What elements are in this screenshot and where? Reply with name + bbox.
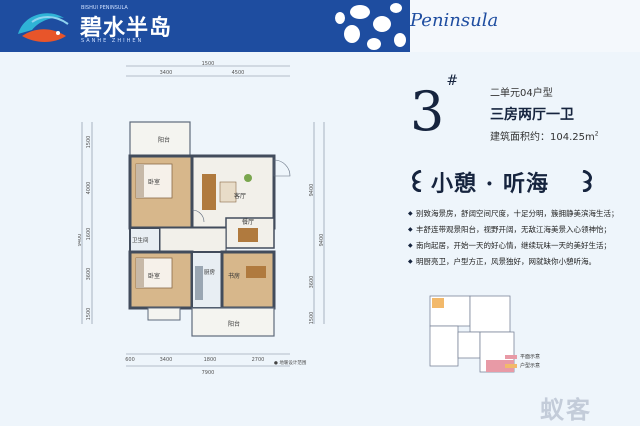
feature-item: 明厨亮卫，户型方正，风景独好，网就缺你小憩听海。 xyxy=(408,257,633,267)
wave-pattern-icon xyxy=(330,0,410,52)
slogan-text: 小憩 · 听海 xyxy=(431,171,549,197)
pillow-bottom-icon xyxy=(136,258,144,288)
dim-bottom-total: 7900 xyxy=(202,370,215,376)
legend-swatch-pink xyxy=(505,354,517,359)
area-unit-sup: 2 xyxy=(594,130,599,138)
area-line: 建筑面积约：104.25m2 xyxy=(490,128,599,143)
dim-right-2: 3600 xyxy=(309,276,315,289)
dim-left-5: 1500 xyxy=(86,308,92,321)
kitchen-label: 厨房 xyxy=(204,268,216,276)
layout-title: 三房两厅一卫 xyxy=(490,107,574,123)
key-unit-2 xyxy=(469,295,511,333)
dim-left-4: 3600 xyxy=(86,268,92,281)
key-unit-3 xyxy=(429,325,459,367)
dim-left-1: 1500 xyxy=(86,136,92,149)
dim-right-3: 1500 xyxy=(309,312,315,325)
bathroom-area xyxy=(129,227,161,253)
balcony-bottom-area xyxy=(191,307,275,337)
peninsula-script-logo: Peninsula xyxy=(410,10,499,31)
coffee-table-icon xyxy=(219,181,237,203)
key-core xyxy=(457,331,481,359)
dim-top-2: 4500 xyxy=(232,70,245,76)
bedroom-top-label: 卧室 xyxy=(148,178,160,186)
study-label: 书房 xyxy=(228,272,240,280)
feature-item: 别致海景房，舒阔空间尺度，十足分明，簇拥静美滨海生活； xyxy=(408,209,633,219)
legend-label: 平面示意 xyxy=(520,354,541,360)
key-plan-legend: 平面示意 户型示意 xyxy=(505,352,540,370)
floor-plan: 1500 3400 4500 1500 4000 1600 3600 1500 … xyxy=(78,61,325,376)
dim-bottom-3: 1800 xyxy=(204,357,217,363)
logo-fish-icon xyxy=(18,13,69,42)
legend-item: 平面示意 xyxy=(505,352,540,361)
brand-title: 碧水半岛 xyxy=(80,15,173,41)
dining-label: 餐厅 xyxy=(242,218,254,226)
dim-right-total: 9400 xyxy=(319,234,325,247)
bathroom-label: 卫生间 xyxy=(132,236,149,244)
sofa-icon xyxy=(202,174,216,210)
dim-bottom-1: 600 xyxy=(125,357,135,363)
feature-item: 南向起居，开始一天的好心情，继续玩味一天的美好生活； xyxy=(408,241,633,251)
entry-door-icon xyxy=(273,159,291,177)
legend-item: 户型示意 xyxy=(505,361,540,370)
slogan-right-ornament-icon xyxy=(582,170,592,192)
counter-icon xyxy=(195,266,203,300)
desk-icon xyxy=(246,266,266,278)
balcony-bottom-left-area xyxy=(147,307,181,321)
plan-note: ● 地暖设计范围 xyxy=(274,359,307,366)
dim-top-total: 1500 xyxy=(202,61,215,67)
legend-label: 户型示意 xyxy=(520,363,541,369)
key-highlight-orange xyxy=(432,298,444,308)
dim-bottom-2: 3400 xyxy=(160,357,173,363)
dim-right-1: 9400 xyxy=(309,184,315,197)
plant-icon xyxy=(244,174,252,182)
key-highlight-pink xyxy=(486,360,514,372)
watermark: 蚁客 xyxy=(540,396,592,424)
unit-number: 3# xyxy=(410,73,458,139)
dim-top-1: 3400 xyxy=(160,70,173,76)
brand-small-text: BISHUI PENINSULA xyxy=(81,5,128,11)
balcony-top-label: 阳台 xyxy=(158,136,170,144)
door-arc-icon xyxy=(191,209,205,223)
unit-type: 二单元04户型 xyxy=(490,88,553,99)
area-label: 建筑面积约： xyxy=(490,132,550,143)
unit-number-digit: 3 xyxy=(410,80,445,143)
dim-left-total: 9400 xyxy=(78,234,83,247)
area-value: 104.25m xyxy=(550,132,595,143)
bedroom-bottom-label: 卧室 xyxy=(148,272,160,280)
header-banner: BISHUI PENINSULA 碧水半岛 SANHE ZHIHEN Penin… xyxy=(0,0,640,52)
pillow-top-icon xyxy=(136,164,144,198)
study-area xyxy=(220,250,276,310)
dim-left-2: 4000 xyxy=(86,182,92,195)
dimension-lines xyxy=(81,65,325,367)
unit-number-mark: # xyxy=(446,73,459,89)
dim-left-3: 1600 xyxy=(86,228,92,241)
hallway-area xyxy=(159,227,227,253)
feature-item: 丰舒连带观景阳台，视野开阔，无敌江海美景入心领神怡； xyxy=(408,225,633,235)
feature-list: 别致海景房，舒阔空间尺度，十足分明，簇拥静美滨海生活； 丰舒连带观景阳台，视野开… xyxy=(408,209,633,273)
brand-subtitle: SANHE ZHIHEN xyxy=(81,38,144,44)
dim-bottom-4: 2700 xyxy=(252,357,265,363)
balcony-bottom-label: 阳台 xyxy=(228,320,240,328)
slogan-block: 小憩 · 听海 xyxy=(405,164,605,198)
legend-swatch-orange xyxy=(505,363,517,368)
dining-table-icon xyxy=(238,228,258,242)
living-label: 客厅 xyxy=(234,192,246,200)
slogan-left-ornament-icon xyxy=(412,170,422,192)
